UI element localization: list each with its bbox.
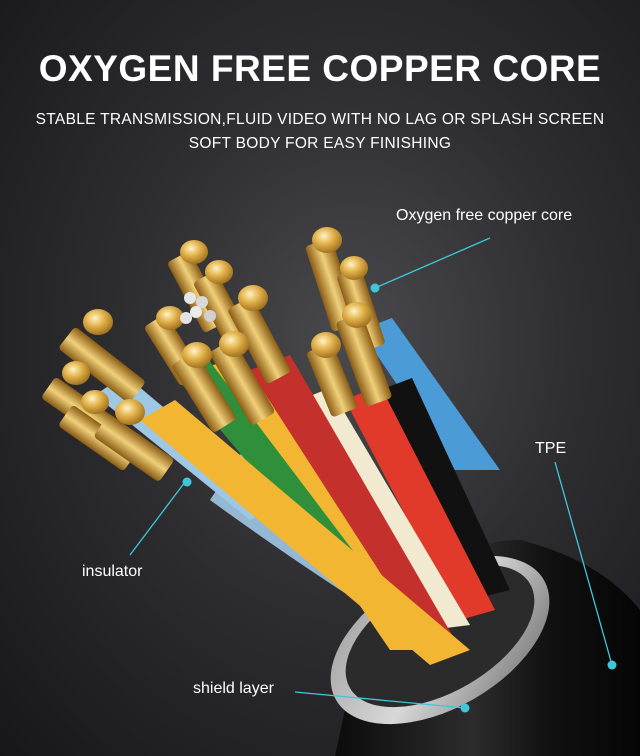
subtitle-line-1: STABLE TRANSMISSION,FLUID VIDEO WITH NO … [35,111,605,128]
callout-lines [129,237,613,709]
wire-bundle [95,318,510,665]
callout-dots [182,283,617,713]
copper-core-dot [370,283,380,293]
shield-layer-leader [294,691,466,709]
insulator-dot [182,477,192,487]
tpe-leader [554,461,613,666]
blue-wire [360,318,500,470]
tpe-dot [607,660,617,670]
tpe-label: TPE [535,440,567,457]
red-wire-right [345,385,495,620]
headline: OXYGEN FREE COPPER CORE [38,48,602,89]
insulator-leader [129,481,186,556]
shield-layer-dot [460,703,470,713]
copper-core-label: Oxygen free copper core [396,207,573,224]
subtitle-line-2: SOFT BODY FOR EASY FINISHING [188,135,452,152]
red-wire-left [250,355,455,640]
copper-core-leader [374,237,491,289]
copper-tips [42,227,392,481]
shield-layer-label: shield layer [193,680,274,697]
insulator-label: insulator [82,563,143,580]
black-wire [380,378,510,600]
yellow-wire-front [140,400,470,665]
